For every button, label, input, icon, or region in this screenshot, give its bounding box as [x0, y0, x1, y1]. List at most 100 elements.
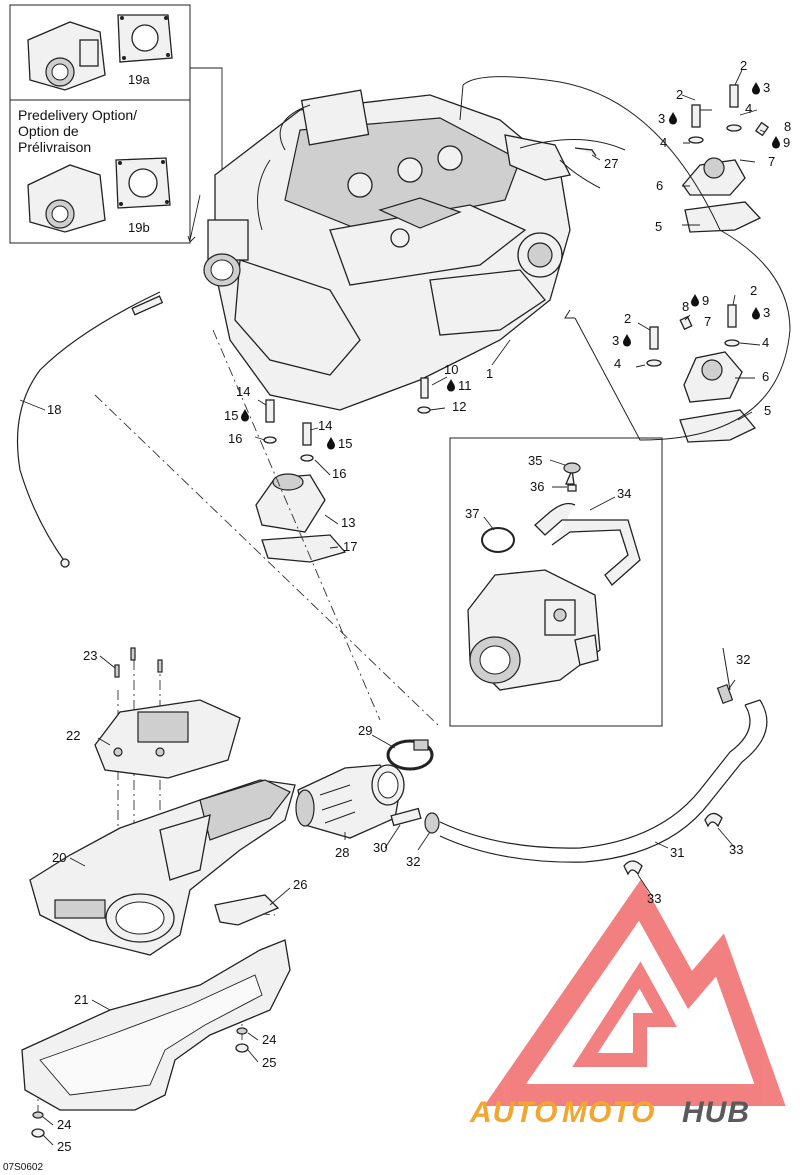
callout-32: 32 [736, 652, 750, 667]
fitting-30 [390, 807, 422, 827]
drop-icon [772, 136, 780, 149]
silencer-cover-22 [94, 699, 241, 779]
callout-24: 24 [57, 1117, 71, 1132]
drop-icon [327, 437, 335, 450]
cover-26 [214, 894, 280, 926]
callout-23: 23 [83, 648, 97, 663]
callout-4: 4 [660, 135, 667, 150]
callout-29: 29 [358, 723, 372, 738]
callout-3: 3 [763, 305, 770, 320]
callout-7: 7 [768, 154, 775, 169]
cable-end [131, 295, 164, 316]
callout-22: 22 [66, 728, 80, 743]
callout-18: 18 [47, 402, 61, 417]
inset-throttle-detail [449, 437, 663, 727]
callout-1: 1 [486, 366, 493, 381]
clamp-32-lower [424, 812, 440, 834]
silencer-20 [29, 779, 296, 956]
callout-16: 16 [228, 431, 242, 446]
callout-21: 21 [74, 992, 88, 1007]
watermark-text: AUTO MOTO HUB [469, 1096, 750, 1129]
callout-19a: 19a [128, 72, 150, 87]
callout-25: 25 [57, 1139, 71, 1154]
intake-adaptor-28 [295, 764, 405, 839]
drop-icon [691, 294, 699, 307]
callout-4: 4 [762, 335, 769, 350]
drop-icon [623, 334, 631, 347]
callout-3: 3 [612, 333, 619, 348]
callout-14: 14 [318, 418, 332, 433]
callout-11: 11 [458, 378, 472, 393]
callout-2: 2 [676, 87, 683, 102]
bolt-10 [417, 377, 431, 414]
callout-3: 3 [658, 111, 665, 126]
callout-36: 36 [530, 479, 544, 494]
engine-block [214, 89, 571, 411]
drop-icon [752, 307, 760, 320]
watermark-logo [484, 879, 786, 1106]
screws-23 [114, 647, 163, 678]
callout-2: 2 [740, 58, 747, 73]
drop-icon [669, 112, 677, 125]
drop-icon [447, 379, 455, 392]
silencer-base-21 [21, 939, 291, 1111]
clamp-29 [386, 739, 434, 771]
callout-9: 9 [783, 135, 790, 150]
callout-35: 35 [528, 453, 542, 468]
inset-19a: 19a [9, 4, 191, 101]
callout-30: 30 [373, 840, 387, 855]
callout-14: 14 [236, 384, 250, 399]
fitting-27 [559, 147, 601, 189]
callout-3: 3 [763, 80, 770, 95]
inset-leader [190, 67, 223, 218]
hose-31 [439, 679, 768, 863]
callout-9: 9 [702, 293, 709, 308]
callout-24: 24 [262, 1032, 276, 1047]
callout-26: 26 [293, 877, 307, 892]
grommets-24-25 [31, 1027, 249, 1138]
callout-5: 5 [764, 403, 771, 418]
callout-33: 33 [729, 842, 743, 857]
leaders [19, 69, 766, 1146]
drop-icon [752, 82, 760, 95]
callout-7: 7 [704, 314, 711, 329]
callout-20: 20 [52, 850, 66, 865]
callout-15: 15 [338, 436, 352, 451]
callout-4: 4 [614, 356, 621, 371]
option-label-line2: Option de [18, 123, 79, 139]
callout-5: 5 [655, 219, 662, 234]
engine-throttle-body [203, 219, 249, 287]
callout-19b: 19b [128, 220, 150, 235]
callout-2: 2 [750, 283, 757, 298]
callout-16: 16 [332, 466, 346, 481]
engine-mount-lower-right [646, 304, 757, 443]
callout-10: 10 [444, 362, 458, 377]
callout-15: 15 [224, 408, 238, 423]
clips-33 [623, 812, 723, 876]
inset-19b: Predelivery Option/ Option de Prélivrais… [9, 99, 191, 244]
callout-6: 6 [656, 178, 663, 193]
routing-line [462, 76, 791, 441]
watermark-auto: AUTO [469, 1096, 558, 1129]
option-label-line1: Predelivery Option/ [18, 107, 137, 123]
callout-6: 6 [762, 369, 769, 384]
callout-25: 25 [262, 1055, 276, 1070]
watermark-moto: MOTO [562, 1096, 655, 1129]
engine-mount-center [255, 399, 347, 563]
callout-33: 33 [647, 891, 661, 906]
watermark-hub: HUB [682, 1096, 750, 1129]
callout-31: 31 [670, 845, 684, 860]
callout-4: 4 [745, 101, 752, 116]
callout-37: 37 [465, 506, 479, 521]
callout-8: 8 [784, 119, 791, 134]
callout-28: 28 [335, 845, 349, 860]
drawing-code: 07S0602 [3, 1162, 43, 1173]
engine-mount-upper-right [682, 84, 770, 233]
callout-13: 13 [341, 515, 355, 530]
callout-8: 8 [682, 299, 689, 314]
callout-34: 34 [617, 486, 631, 501]
option-label-line3: Prélivraison [18, 139, 91, 155]
callout-27: 27 [604, 156, 618, 171]
